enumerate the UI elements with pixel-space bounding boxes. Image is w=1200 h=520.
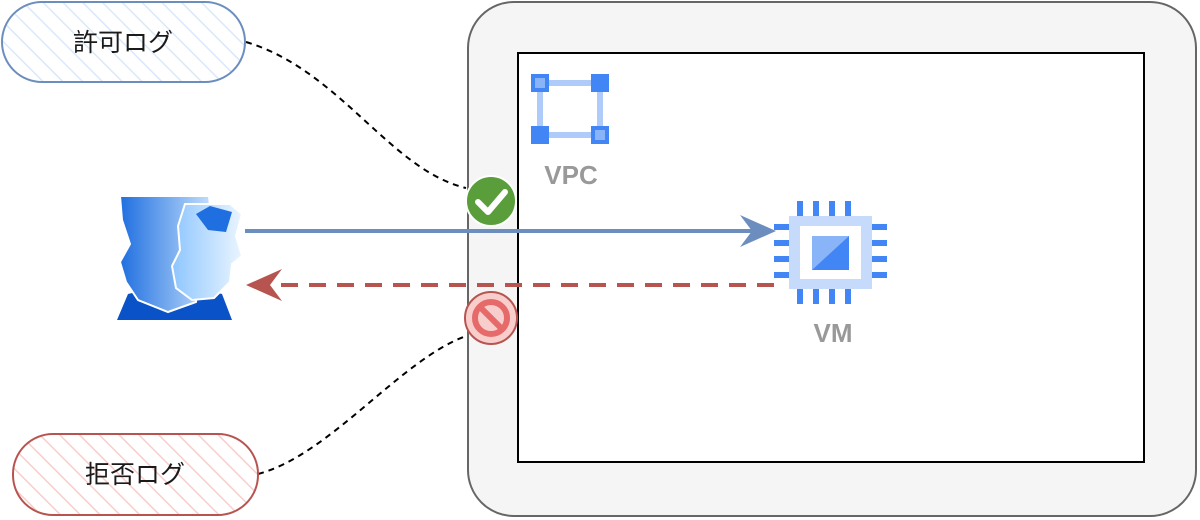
allow-log-node: 許可ログ <box>1 1 246 83</box>
prohibited-icon <box>464 291 518 345</box>
vpc-label: VPC <box>544 160 598 190</box>
vm-chip-icon <box>774 201 887 304</box>
allowed-flow-arrowhead <box>740 215 776 247</box>
allow-log-label: 許可ログ <box>73 28 173 57</box>
vm-label: VM <box>814 318 853 348</box>
check-circle-icon <box>465 175 517 227</box>
deny-log-connector <box>257 335 467 475</box>
deny-log-label: 拒否ログ <box>85 460 185 489</box>
vpc-icon <box>531 74 609 144</box>
allow-log-connector <box>245 41 467 189</box>
deny-log-node: 拒否ログ <box>12 433 259 516</box>
users-icon <box>117 195 244 320</box>
denied-flow-arrowhead <box>246 269 282 301</box>
